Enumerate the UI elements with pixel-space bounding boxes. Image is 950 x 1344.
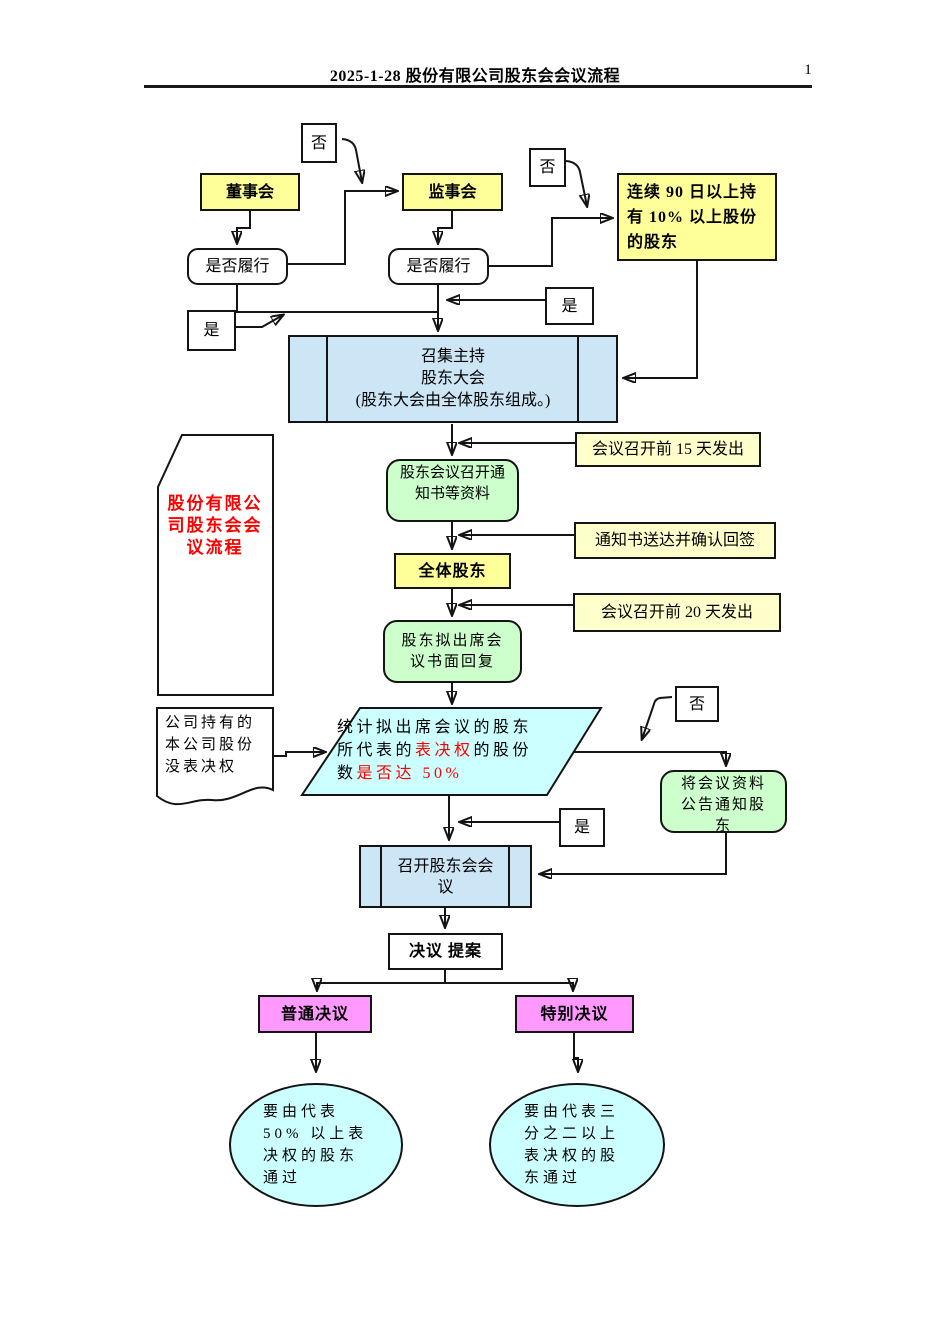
- label-yes-3: 是: [559, 808, 605, 847]
- label-no-3: 否: [675, 686, 719, 722]
- connector-board-to-fulfill1: [237, 211, 251, 243]
- flag-title-text: 股份有限公司股东会会议流程: [167, 494, 263, 557]
- connector-tally-to-announce: [574, 751, 726, 765]
- convene-line1: 召集主持: [420, 348, 485, 365]
- annotation-15-days: 会议召开前 15 天发出: [575, 432, 761, 467]
- document-shape-no-voting: [156, 707, 274, 806]
- node-written-reply: 股东拟出席会议书面回复: [383, 620, 522, 683]
- connector-fulfill2-to-holders90: [488, 218, 612, 267]
- node-hold-meeting: 召开股东会会议: [359, 845, 532, 908]
- tally-text: 统计拟出席会议的股东所代表的表决权的股份数是否达 50%: [337, 716, 543, 785]
- tally-red2: 是否达 50%: [356, 765, 463, 782]
- connector-announce-to-holdmeeting: [540, 833, 727, 874]
- flag-shape: [157, 434, 274, 696]
- node-ordinary-resolution: 普通决议: [258, 995, 372, 1033]
- tally-parallelogram: [300, 707, 603, 796]
- node-ordinary-pass-condition: 要由代表 50% 以上表决权的股东通过: [229, 1083, 403, 1207]
- node-announce-materials: 将会议资料公告通知股东: [660, 770, 787, 834]
- inner-bar-right: [508, 847, 510, 906]
- special-pass-text: 要由代表三分之二以上表决权的股东通过: [524, 1104, 620, 1186]
- label-no-1: 否: [301, 123, 337, 163]
- annotation-receipt: 通知书送达并确认回签: [574, 522, 776, 559]
- inner-bar-left: [380, 847, 382, 906]
- node-fulfill-check-2: 是否履行: [388, 248, 489, 285]
- ordinary-pass-text: 要由代表 50% 以上表决权的股东通过: [263, 1104, 368, 1186]
- node-notice-documents: 股东会议召开通知书等资料: [386, 459, 519, 522]
- tally-black2: 的股份数: [337, 742, 533, 782]
- connector-fulfill1-down-merge: [236, 285, 438, 313]
- inner-bar-left: [326, 337, 328, 421]
- page-header-title: 2025-1-28 股份有限公司股东会会议流程: [329, 68, 621, 85]
- node-holders-90-days: 连续 90 日以上持有 10% 以上股份的股东: [617, 173, 777, 261]
- node-board-of-directors: 董事会: [200, 173, 300, 211]
- annotation-20-days: 会议召开前 20 天发出: [573, 593, 781, 632]
- header-rule: [144, 85, 812, 88]
- hold-meeting-text: 召开股东会会议: [397, 857, 494, 896]
- node-all-shareholders: 全体股东: [394, 553, 511, 589]
- convene-line2: 股东大会: [420, 370, 485, 387]
- connector-no2-hook: [565, 160, 587, 206]
- node-fulfill-check-1: 是否履行: [187, 248, 288, 285]
- connector-no1-hook: [341, 138, 362, 182]
- node-supervisory-board: 监事会: [402, 173, 503, 211]
- connector-no3-hook: [642, 696, 673, 739]
- convene-line3: (股东大会由全体股东组成。): [355, 392, 551, 409]
- label-yes-2: 是: [545, 287, 594, 325]
- node-special-resolution: 特别决议: [515, 995, 634, 1033]
- connector-resolution-to-special: [445, 983, 573, 990]
- page-number: 1: [804, 62, 812, 78]
- node-convene-meeting: 召集主持 股东大会 (股东大会由全体股东组成。): [288, 335, 618, 423]
- connector-supervisory-to-fulfill2: [438, 211, 453, 243]
- connector-yes1-diagonal: [236, 315, 283, 328]
- connector-doc-to-tally: [273, 752, 325, 756]
- connector-special-to-ellipse: [574, 1033, 578, 1071]
- tally-red1: 表决权: [415, 742, 474, 759]
- connector-holders90-to-convene: [624, 261, 698, 378]
- label-no-2: 否: [529, 148, 566, 187]
- node-resolution-proposal: 决议 提案: [388, 933, 503, 970]
- tally-black1: 统计拟出席会议的股东所代表的: [337, 719, 533, 759]
- connector-fulfill1-to-supervisory: [288, 191, 397, 265]
- inner-bar-right: [577, 337, 579, 421]
- connector-resolution-to-ordinary: [317, 970, 446, 990]
- no-voting-doc-text: 公司持有的本公司股份没表决权: [165, 715, 256, 775]
- node-special-pass-condition: 要由代表三分之二以上表决权的股东通过: [489, 1083, 665, 1207]
- label-yes-1: 是: [187, 310, 236, 351]
